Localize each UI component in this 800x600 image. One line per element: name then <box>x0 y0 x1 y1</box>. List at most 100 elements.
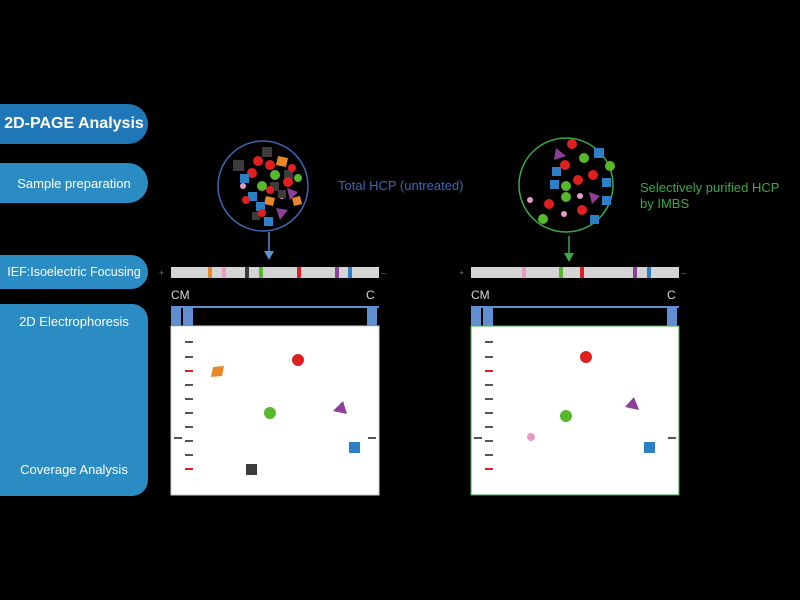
protein-red <box>588 170 598 180</box>
gel-spots-left <box>211 354 360 475</box>
protein-pink <box>240 183 246 189</box>
gel-comb-strip <box>471 306 679 308</box>
ladder-band <box>485 356 493 358</box>
protein-gray <box>262 147 272 157</box>
protein-red <box>266 186 274 194</box>
gel-comb-tab <box>367 306 377 326</box>
protein-orange <box>276 156 288 167</box>
axis-cm-right: CM <box>471 288 490 302</box>
protein-red <box>242 196 250 204</box>
protein-pink <box>561 211 567 217</box>
protein-red <box>247 168 257 178</box>
axis-c-left: C <box>366 288 375 302</box>
protein-blue <box>264 217 273 226</box>
ladder-band <box>485 454 493 456</box>
protein-mixture-right <box>527 139 615 224</box>
stage-2d-electrophoresis-label: 2D Electrophoresis <box>19 314 129 329</box>
protein-red <box>258 209 266 217</box>
protein-blue <box>590 215 599 224</box>
protein-blue <box>594 148 604 158</box>
spot-pink <box>527 433 535 441</box>
protein-gray <box>270 182 279 191</box>
gel-comb-tab <box>183 306 193 326</box>
protein-green <box>270 170 280 180</box>
gel-tick-right <box>368 437 376 439</box>
ief-band-orange <box>208 267 212 278</box>
gel-panel-left <box>170 306 380 496</box>
caption-total-hcp: Total HCP (untreated) <box>338 178 464 194</box>
stage-2d-page-analysis: 2D-PAGE Analysis <box>0 104 148 144</box>
gel-comb-tab <box>471 306 481 326</box>
ief-band-purple <box>633 267 637 278</box>
axis-c-right: C <box>667 288 676 302</box>
sample-left <box>217 140 309 260</box>
ief-band-pink <box>522 267 526 278</box>
ief-band-green <box>259 267 263 278</box>
protein-blue <box>602 178 611 187</box>
ladder-band <box>185 384 193 386</box>
caption-purified-hcp-line-1: Selectively purified HCP <box>640 180 780 195</box>
protein-red <box>573 175 583 185</box>
ladder-band <box>185 341 193 343</box>
ladder-band <box>485 426 493 428</box>
protein-red <box>265 160 275 170</box>
protein-green <box>257 181 267 191</box>
protein-gray <box>278 190 286 198</box>
spot-blue <box>644 442 655 453</box>
marker-ladder-right <box>474 341 676 470</box>
arrow-head-right <box>564 253 574 262</box>
ladder-band <box>185 454 193 456</box>
stage-sample-preparation: Sample preparation <box>0 163 148 203</box>
ief-plus-left: + <box>159 268 164 278</box>
protein-red <box>283 177 293 187</box>
protein-green <box>579 153 589 163</box>
ladder-band <box>185 412 193 414</box>
ief-band-blue <box>647 267 651 278</box>
protein-mixture-left <box>233 147 302 226</box>
protein-gray <box>252 212 260 220</box>
gel-panel-right <box>470 306 680 496</box>
ladder-band <box>485 370 493 372</box>
spot-purple <box>333 401 347 414</box>
caption-purified-hcp-line-2: by IMBS <box>640 196 690 211</box>
protein-red <box>567 139 577 149</box>
spot-orange <box>211 366 224 377</box>
ladder-band <box>185 426 193 428</box>
protein-blue <box>602 196 611 205</box>
axis-cm-left: CM <box>171 288 190 302</box>
protein-purple <box>554 148 566 160</box>
gel-comb-tab <box>171 306 181 326</box>
spot-gray <box>246 464 257 475</box>
protein-blue <box>256 202 265 211</box>
protein-purple <box>287 188 298 200</box>
protein-purple <box>276 208 288 220</box>
protein-red <box>288 164 296 172</box>
protein-red <box>560 160 570 170</box>
protein-green <box>538 214 548 224</box>
stage-ief-label: IEF:Isoelectric Focusing <box>7 265 141 279</box>
protein-blue <box>550 180 559 189</box>
ief-strip-bar <box>171 267 379 278</box>
ief-band-pink <box>222 267 226 278</box>
ief-minus-right: – <box>681 268 686 278</box>
ief-strip-bar <box>471 267 679 278</box>
gel-tick-left <box>474 437 482 439</box>
gel-spots-right <box>527 351 655 453</box>
ladder-band <box>185 398 193 400</box>
gel-tick-right <box>668 437 676 439</box>
ief-band-blue <box>348 267 352 278</box>
ief-band-red <box>580 267 584 278</box>
ief-strip-left: + – <box>159 267 386 278</box>
ief-strip-right: + – <box>459 267 686 278</box>
stage-ief: IEF:Isoelectric Focusing <box>0 255 148 289</box>
protein-gray <box>284 170 293 179</box>
caption-purified-hcp: Selectively purified HCP by IMBS <box>640 180 800 212</box>
protein-red <box>544 199 554 209</box>
stage-coverage-analysis-label: Coverage Analysis <box>20 462 128 477</box>
ief-band-purple <box>335 267 339 278</box>
spot-red <box>292 354 304 366</box>
gel-comb-strip <box>171 306 379 308</box>
ladder-band <box>185 356 193 358</box>
gel-background <box>470 325 680 496</box>
